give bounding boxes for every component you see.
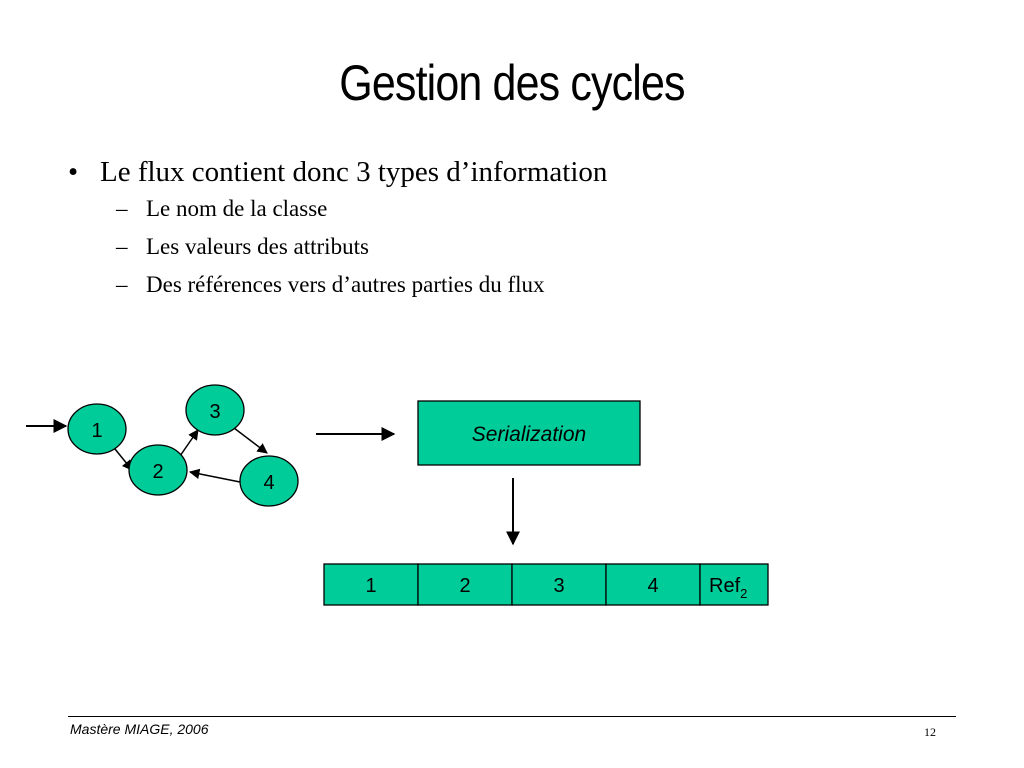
dash-icon: – — [116, 196, 128, 221]
bullet-list: • Le flux contient donc 3 types d’inform… — [62, 156, 607, 310]
stream-cell — [699, 563, 769, 606]
footer-divider — [68, 716, 956, 717]
ref-label-base: Ref — [709, 575, 741, 597]
node-label: 1 — [91, 420, 102, 442]
graph-node: 2 — [128, 444, 188, 496]
stream-cell-label: 2 — [459, 575, 470, 597]
serialization-label: Serialization — [472, 423, 586, 446]
sub-bullet-text: Le nom de la classe — [146, 196, 328, 221]
dash-icon: – — [116, 234, 128, 259]
dash-icon: – — [116, 272, 128, 297]
bullet-dot-icon: • — [68, 156, 79, 188]
ref-cell-label: Ref2 — [709, 575, 747, 601]
stream-cell-label: 4 — [647, 575, 658, 597]
stream-cell — [605, 563, 701, 606]
serialization-box: Serialization — [417, 400, 641, 466]
graph-node: 4 — [239, 455, 299, 507]
node-label: 3 — [209, 401, 220, 423]
edge-4-2-arrow — [188, 468, 241, 483]
sub-bullet-text: Des références vers d’autres parties du … — [146, 272, 545, 297]
node-label: 4 — [263, 472, 274, 494]
stream-cell-label: 1 — [365, 575, 376, 597]
bullet-text: Le flux contient donc 3 types d’informat… — [100, 156, 608, 188]
sub-bullet-item: – Le nom de la classe — [62, 196, 607, 234]
stream-cell — [511, 563, 607, 606]
sub-bullet-item: – Les valeurs des attributs — [62, 234, 607, 272]
footer-caption: Mastère MIAGE, 2006 — [70, 721, 209, 737]
stream-table: 1 2 3 4 Ref2 — [323, 563, 769, 606]
stream-cell — [417, 563, 513, 606]
sub-bullet-item: – Des références vers d’autres parties d… — [62, 272, 607, 310]
graph-node: 3 — [185, 384, 245, 436]
sub-bullet-text: Les valeurs des attributs — [146, 234, 369, 259]
stream-cell — [323, 563, 419, 606]
page-number: 12 — [924, 725, 936, 739]
bullet-item: • Le flux contient donc 3 types d’inform… — [62, 156, 607, 196]
ref-label-subscript: 2 — [740, 586, 747, 601]
slide-title: Gestion des cycles — [339, 55, 685, 111]
graph-node: 1 — [67, 403, 127, 455]
node-label: 2 — [152, 461, 163, 483]
edge-2-3-arrow — [179, 429, 199, 457]
stream-cell-label: 3 — [553, 575, 564, 597]
edge-3-4-arrow — [233, 427, 268, 454]
